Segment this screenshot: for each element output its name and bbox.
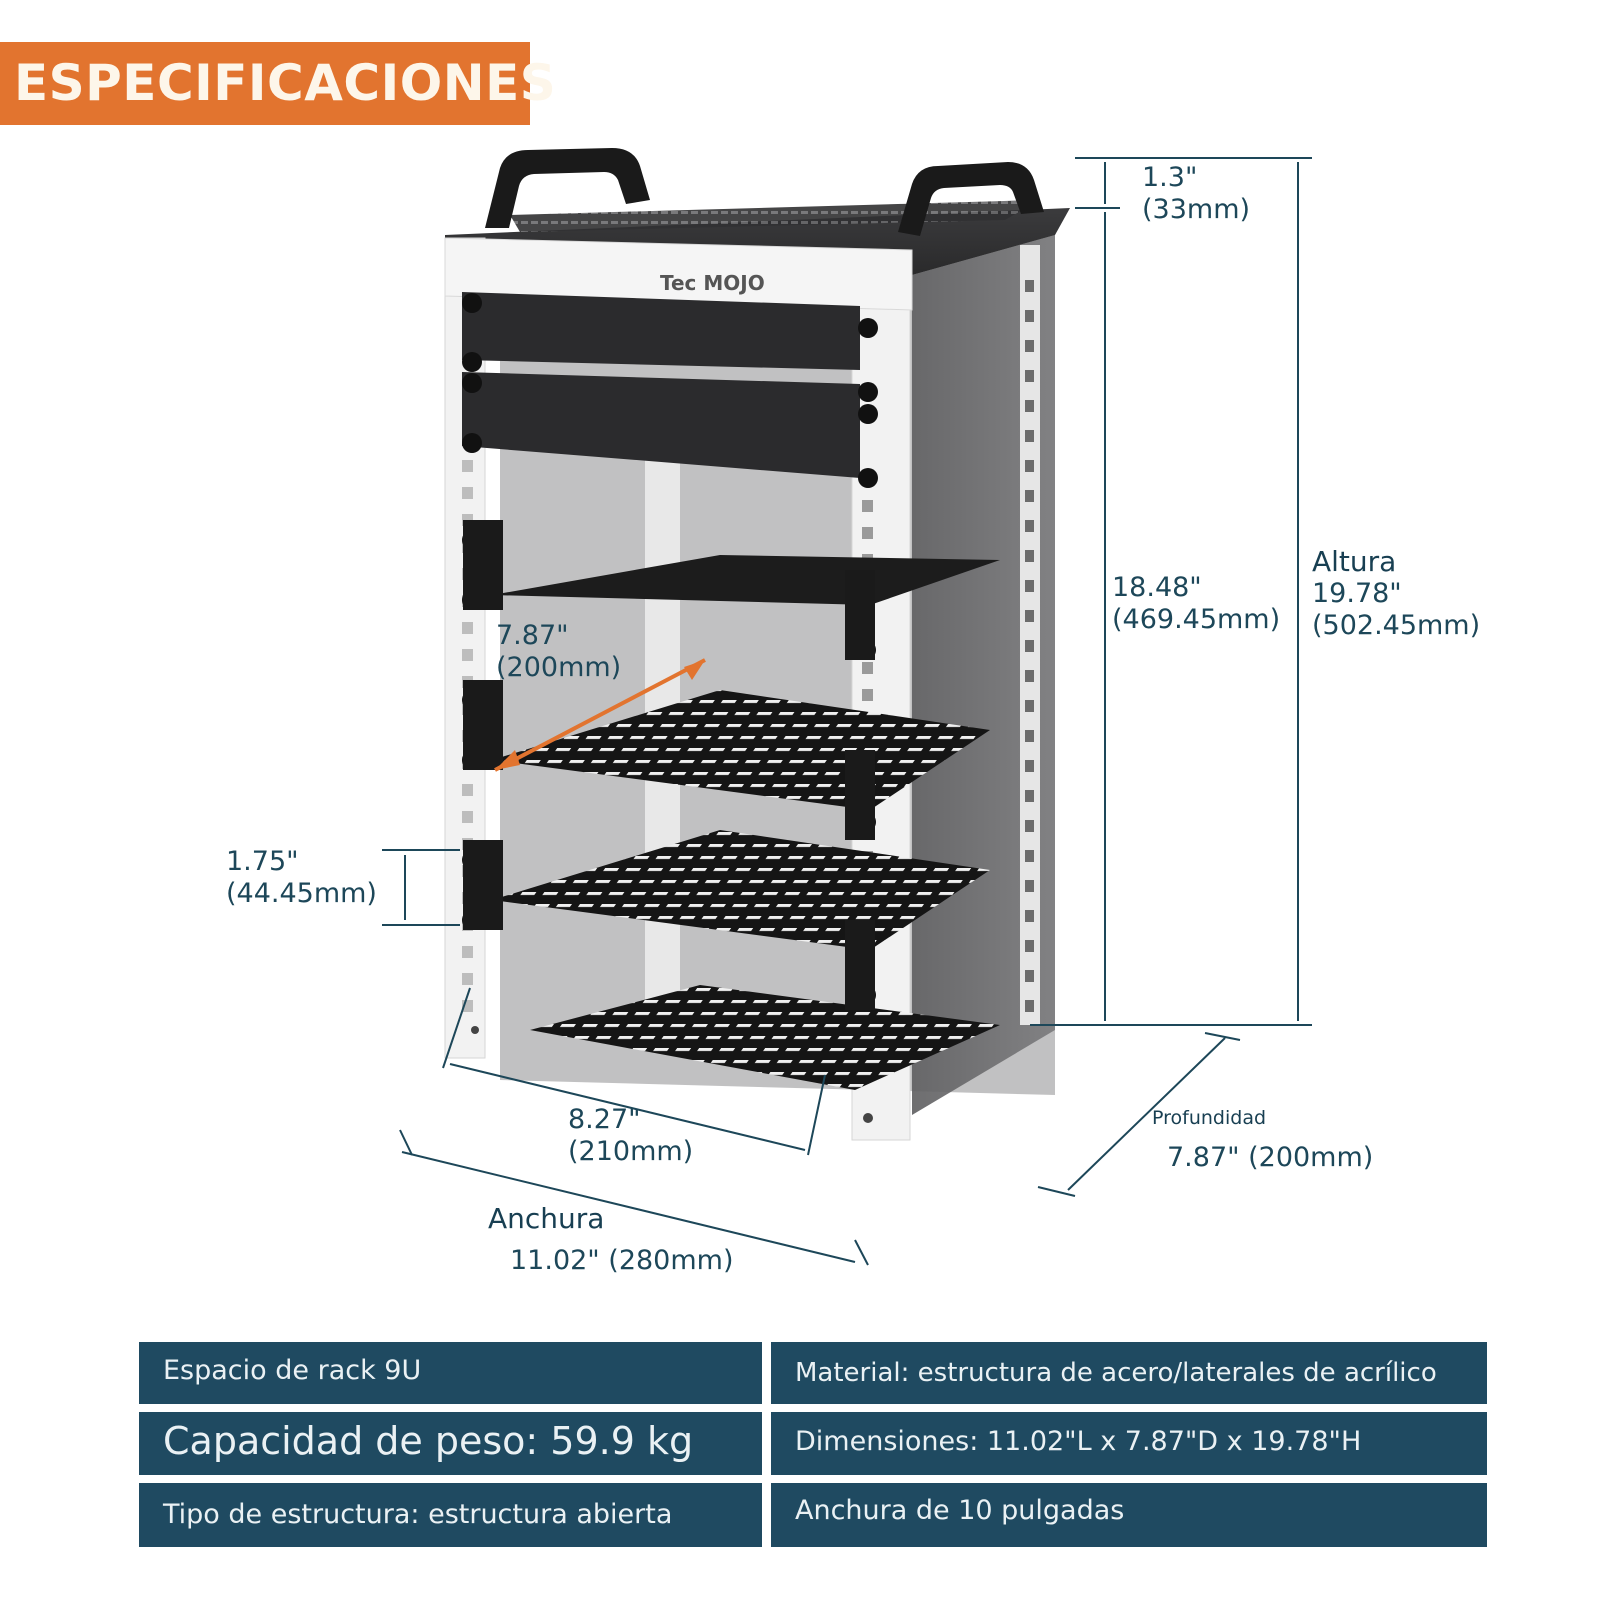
shelf-depth-arrow	[494, 658, 706, 772]
spec-weight-capacity: Capacidad de peso: 59.9 kg	[139, 1412, 762, 1475]
rear-right-post	[1020, 245, 1040, 1025]
depth-dimension-label: Profundidad	[1152, 1107, 1267, 1129]
top-panel-dimension: 1.3" (33mm)	[1142, 162, 1251, 225]
brand-logo: Tec MOJO	[660, 271, 765, 295]
left-handle	[485, 148, 650, 228]
rack-unit-dimension: 1.75" (44.45mm)	[226, 846, 377, 909]
spec-material: Material: estructura de acero/laterales …	[771, 1342, 1487, 1404]
spec-frame-type: Tipo de estructura: estructura abierta	[139, 1483, 762, 1547]
height-dimension: Altura 19.78" (502.45mm)	[1312, 545, 1481, 642]
spec-dimensions: Dimensiones: 11.02"L x 7.87"D x 19.78"H	[771, 1412, 1487, 1475]
rack-product-image: Tec MOJO	[382, 148, 1312, 1266]
specifications-table: Espacio de rack 9U Material: estructura …	[139, 1342, 1487, 1547]
spec-width: Anchura de 10 pulgadas	[771, 1483, 1487, 1547]
shelves	[463, 520, 1000, 1090]
right-handle	[898, 162, 1044, 236]
width-value: 11.02" (280mm)	[510, 1245, 734, 1276]
depth-dimension-value: 7.87" (200mm)	[1167, 1142, 1374, 1173]
spec-rack-space: Espacio de rack 9U	[139, 1342, 762, 1404]
dimension-lines	[382, 157, 1312, 1266]
shelf-depth-dimension: 7.87" (200mm)	[496, 620, 622, 683]
inner-height-dimension: 18.48" (469.45mm)	[1112, 572, 1281, 635]
shelf-4	[530, 985, 1000, 1090]
width-dimension: Anchura	[488, 1202, 605, 1235]
specifications-banner: ESPECIFICACIONES	[0, 42, 556, 125]
inner-width-dimension: 8.27" (210mm)	[568, 1104, 694, 1167]
